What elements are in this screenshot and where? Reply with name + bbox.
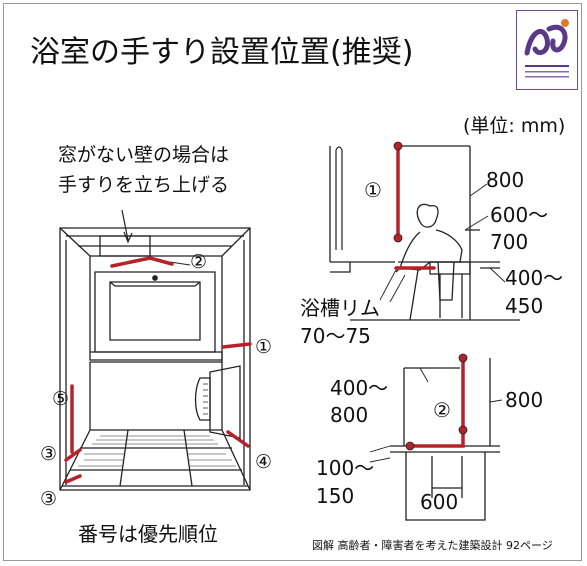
unit-label: (単位: mm)	[463, 115, 566, 137]
rim-label: 浴槽リム	[300, 296, 380, 320]
dim-400-800-a: 400〜	[330, 376, 389, 400]
source-caption: 図解 高齢者・障害者を考えた建築設計 92ページ	[312, 539, 553, 552]
dim-800-top: 800	[486, 168, 525, 192]
callout-2-elevation: ②	[433, 398, 451, 422]
lab-logo	[516, 10, 578, 90]
dim-600-700-b: 700	[490, 230, 529, 254]
rail-3a	[64, 448, 82, 462]
rail-l-shaped	[408, 356, 465, 448]
callout-1-elevation: ①	[364, 178, 382, 202]
dim-100-150-b: 150	[316, 484, 355, 508]
dim-600-lower: 600	[420, 490, 459, 514]
rail-4	[226, 430, 250, 448]
callout-3-left-a: ③	[40, 443, 58, 465]
dim-400-450-b: 450	[505, 294, 544, 318]
dim-800-lower: 800	[505, 388, 544, 412]
callout-2-left: ②	[190, 251, 208, 273]
dim-600-700-a: 600〜	[490, 203, 549, 227]
logo-mark-icon	[521, 15, 573, 85]
dim-100-150-a: 100〜	[316, 456, 375, 480]
rim-range: 70〜75	[300, 324, 371, 348]
priority-note: 番号は優先順位	[78, 522, 218, 546]
dim-400-450-a: 400〜	[505, 266, 564, 290]
rail-1	[221, 342, 252, 349]
dim-400-800-b: 800	[330, 403, 369, 427]
page-title: 浴室の手すり設置位置(推奨)	[30, 35, 414, 70]
rail-2	[110, 256, 174, 268]
callout-4-left: ④	[255, 451, 273, 473]
callout-1-left: ①	[255, 336, 273, 358]
frame-border	[3, 3, 582, 561]
callout-3-left-b: ③	[40, 488, 58, 510]
window-note-line1: 窓がない壁の場合は	[58, 144, 230, 166]
window-note-line2: 手すりを立ち上げる	[58, 174, 230, 196]
callout-5-left: ⑤	[52, 388, 70, 410]
rail-3b	[64, 474, 82, 484]
